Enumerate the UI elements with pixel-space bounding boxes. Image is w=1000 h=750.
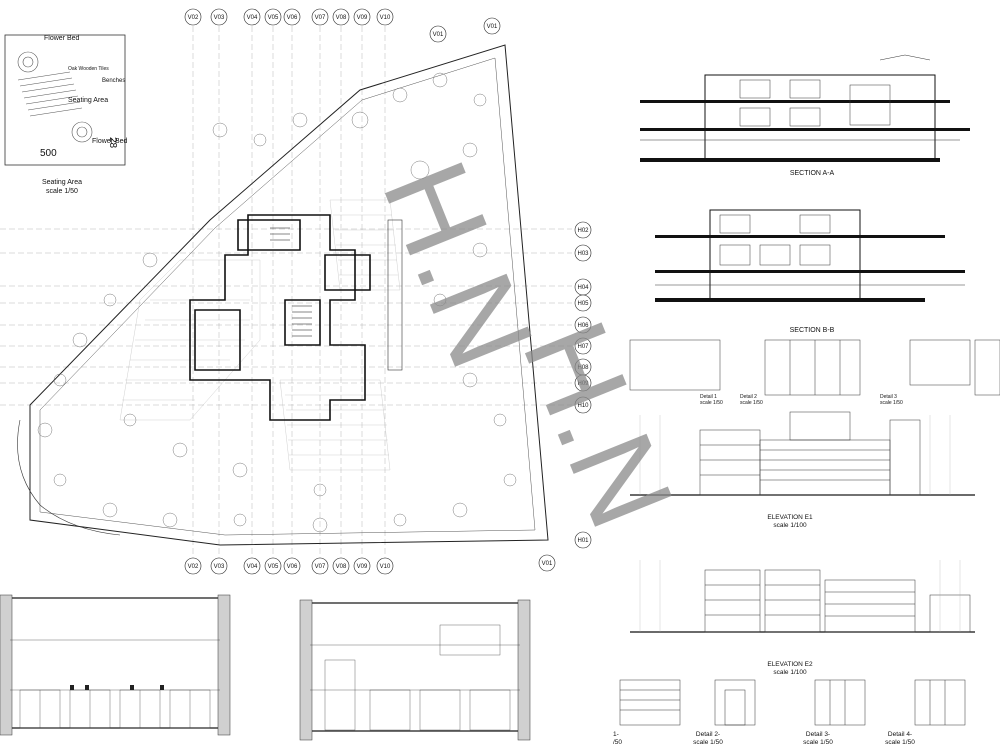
grid-h05: H05 [577, 301, 589, 307]
seating-area-plan: Flower Bed Oak Wooden Tiles Benches Seat… [4, 34, 128, 195]
grid-h03: H03 [577, 251, 589, 257]
elevation-e2: ELEVATION E2 scale 1/100 [630, 560, 975, 676]
grid-v01-top: V01 [433, 32, 444, 38]
grid-v07-top: V07 [315, 15, 326, 21]
seating-area-scale: scale 1/50 [46, 188, 78, 195]
bottom-details: 1- /50 Detail 2- scale 1/50 Detail 3- sc… [613, 679, 966, 746]
grid-v06-top: V06 [287, 15, 298, 21]
flower-bed-bottom-label: Flower Bed [92, 138, 128, 145]
detail2-title: Detail 2 [740, 394, 757, 400]
section-a-a: SECTION A-A [640, 54, 970, 177]
bottom-detail1-scale: /50 [613, 739, 622, 746]
grid-v10-bottom: V10 [380, 564, 391, 570]
grid-v08-top: V08 [336, 15, 347, 21]
seating-area-label: Seating Area [68, 97, 108, 104]
bottom-detail3-title: Detail 3- [806, 731, 830, 738]
grid-h06: H06 [577, 323, 589, 329]
dim-28: 28 [107, 137, 118, 149]
interior-section-left [0, 594, 231, 736]
grid-v08-bottom: V08 [336, 564, 347, 570]
grid-v03-top: V03 [214, 15, 225, 21]
grid-v03-bottom: V03 [214, 564, 225, 570]
grid-v05-top: V05 [268, 15, 279, 21]
grid-h10: H10 [577, 403, 589, 409]
benches-label: Benches [102, 78, 125, 84]
seating-area-title: Seating Area [42, 179, 82, 186]
detail3-scale: scale 1/50 [880, 400, 903, 406]
bottom-detail3-scale: scale 1/50 [803, 739, 833, 746]
flower-bed-top-label: Flower Bed [44, 35, 80, 42]
grid-v09-top: V09 [357, 15, 368, 21]
section-b-title: SECTION B-B [790, 327, 835, 334]
section-a-title: SECTION A-A [790, 170, 835, 177]
detail3-title: Detail 3 [880, 394, 897, 400]
grid-v05-bottom: V05 [268, 564, 279, 570]
grid-v04-bottom: V04 [247, 564, 258, 570]
grid-h09: H09 [577, 381, 589, 387]
grid-v01-right: V01 [487, 24, 498, 30]
detail1-title: Detail 1 [700, 394, 717, 400]
section-b-b: SECTION B-B [655, 209, 965, 334]
grid-v01-bottom: V01 [542, 561, 553, 567]
elevation-e2-title: ELEVATION E2 [767, 661, 813, 668]
bottom-detail4-scale: scale 1/50 [885, 739, 915, 746]
detail2-scale: scale 1/50 [740, 400, 763, 406]
interior-section-right [299, 599, 531, 741]
details-row: Detail 1 scale 1/50 Detail 2 scale 1/50 … [629, 339, 1000, 406]
grid-h08: H08 [577, 365, 589, 371]
elevation-e1-title: ELEVATION E1 [767, 514, 813, 521]
detail1-scale: scale 1/50 [700, 400, 723, 406]
oak-tiles-label: Oak Wooden Tiles [68, 66, 109, 72]
bottom-detail2-scale: scale 1/50 [693, 739, 723, 746]
grid-h01: H01 [577, 538, 589, 544]
grid-v02-top: V02 [188, 15, 199, 21]
grid-v04-top: V04 [247, 15, 258, 21]
elevation-e2-scale: scale 1/100 [773, 669, 807, 676]
grid-v10-top: V10 [380, 15, 391, 21]
grid-h04: H04 [577, 285, 589, 291]
grid-h02: H02 [577, 228, 589, 234]
elevation-e1: ELEVATION E1 scale 1/100 [630, 411, 975, 529]
grid-v06-bottom: V06 [287, 564, 298, 570]
watermark: H.N H.N [357, 144, 699, 546]
grid-v02-bottom: V02 [188, 564, 199, 570]
site-plan: V02 V03 V04 V05 V06 V07 V08 V09 V10 V01 … [0, 8, 592, 575]
grid-v07-bottom: V07 [315, 564, 326, 570]
grid-v09-bottom: V09 [357, 564, 368, 570]
bottom-detail1-title: 1- [613, 731, 619, 738]
bottom-detail4-title: Detail 4- [888, 731, 912, 738]
elevation-e1-scale: scale 1/100 [773, 522, 807, 529]
dim-500: 500 [40, 148, 57, 159]
bottom-detail2-title: Detail 2- [696, 731, 720, 738]
grid-h07: H07 [577, 344, 589, 350]
